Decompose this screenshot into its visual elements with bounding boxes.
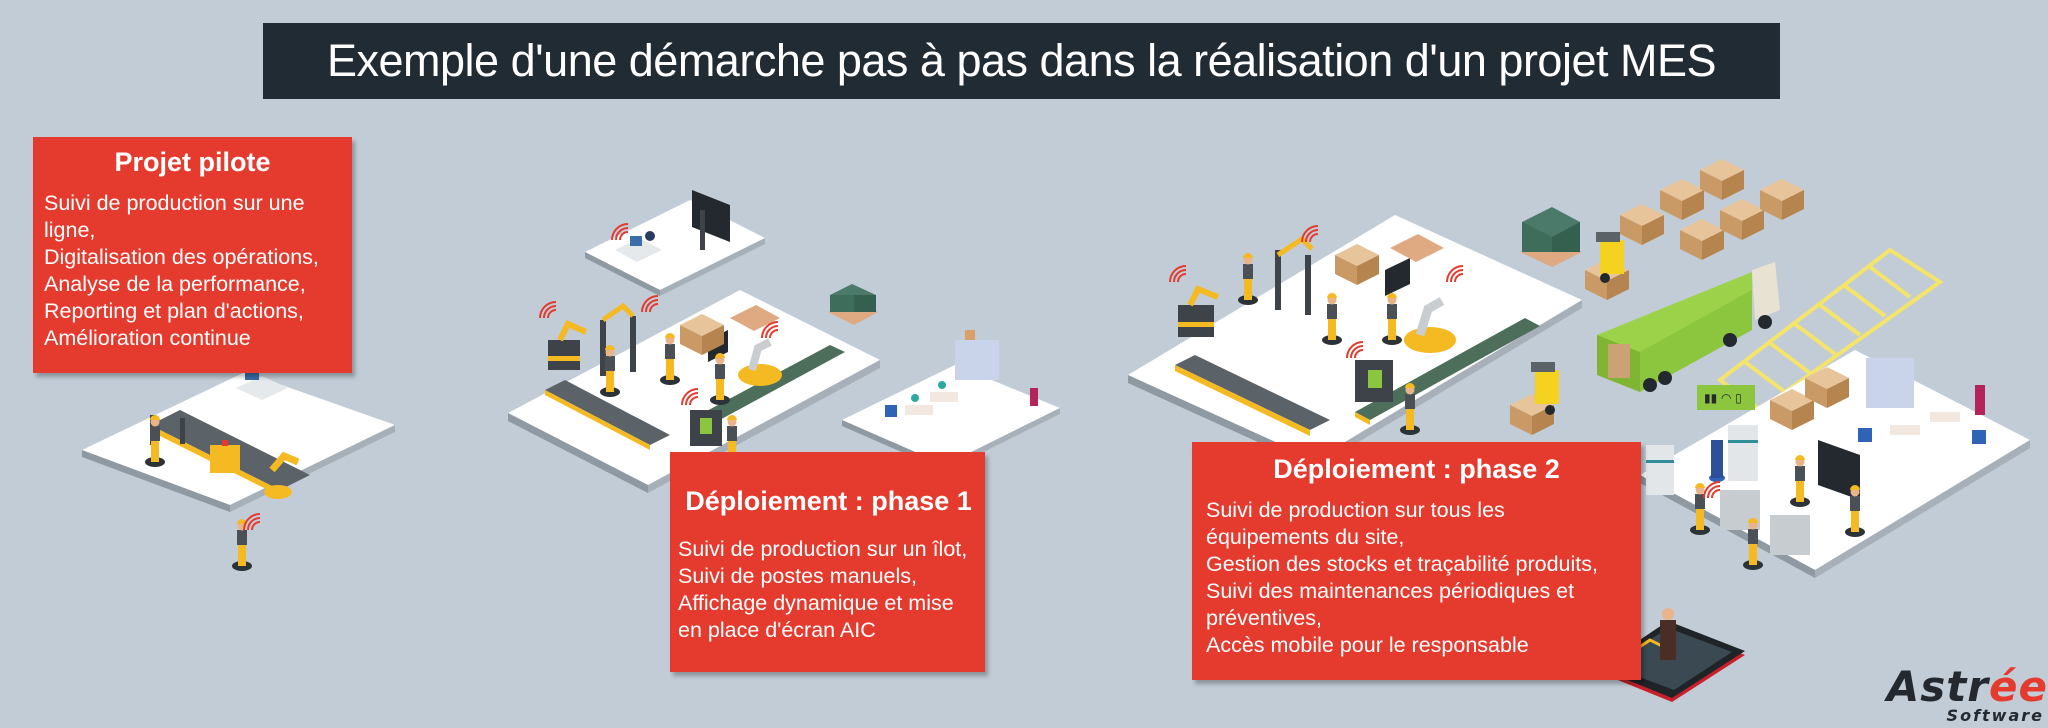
step-items: Suivi de production sur une ligne, Digit… <box>44 190 341 352</box>
step-item: Suivi de production sur tous les <box>1206 498 1505 522</box>
pilot-floor <box>82 355 395 571</box>
phase2-logistics <box>1510 159 1944 435</box>
step-item: équipements du site, <box>1206 525 1405 549</box>
step-item: préventives, <box>1206 606 1322 630</box>
step-item: Suivi de postes manuels, <box>678 564 918 588</box>
step-items: Suivi de production sur un îlot, Suivi d… <box>678 536 979 644</box>
step-item: Reporting et plan d'actions, <box>44 299 304 323</box>
logo-wordmark: Astrée <box>1858 666 2048 708</box>
step-heading: Déploiement : phase 1 <box>685 486 972 516</box>
logo-wordmark-accent: ée <box>1989 662 2048 711</box>
logo-subtitle: Software <box>1946 706 2044 725</box>
step-item: Accès mobile pour le responsable <box>1206 633 1529 657</box>
step-item: Digitalisation des opérations, <box>44 245 319 269</box>
phase2-maintenance-floor: ▮▮ ◠ ▯ <box>1640 350 2030 578</box>
step-card-deployment-phase-1: Déploiement : phase 1 Suivi de productio… <box>670 452 985 672</box>
step-card-deployment-phase-2: Déploiement : phase 2 Suivi de productio… <box>1192 442 1641 680</box>
step-card-pilot-project: Projet pilote Suivi de production sur un… <box>33 137 352 373</box>
step-item: Amélioration continue <box>44 326 251 350</box>
phase1-main-floor <box>508 290 880 493</box>
astree-software-logo: Astrée Software <box>1858 666 2048 728</box>
step-heading: Projet pilote <box>114 147 271 177</box>
step-item: Analyse de la performance, <box>44 272 306 296</box>
step-item: Suivi des maintenances périodiques et <box>1206 579 1575 603</box>
phase1-office-floor <box>585 190 765 296</box>
step-item: Suivi de production sur un îlot, <box>678 537 968 561</box>
logo-wordmark-prefix: Astr <box>1886 662 1990 711</box>
phase1-stock-pallet <box>828 284 878 325</box>
step-heading: Déploiement : phase 2 <box>1273 454 1560 484</box>
phase2-main-floor <box>1128 215 1582 468</box>
phase1-manual-floor <box>842 330 1060 471</box>
step-item: Suivi de production sur une <box>44 191 305 215</box>
page-title: Exemple d'une démarche pas à pas dans la… <box>263 23 1780 99</box>
step-items: Suivi de production sur tous les équipem… <box>1206 497 1627 659</box>
step-item: ligne, <box>44 218 96 242</box>
step-item: en place d'écran AIC <box>678 618 876 642</box>
step-item: Gestion des stocks et traçabilité produi… <box>1206 552 1598 576</box>
step-item: Affichage dynamique et mise <box>678 591 954 615</box>
page-title-text: Exemple d'une démarche pas à pas dans la… <box>326 35 1717 86</box>
svg-text:▮▮ ◠ ▯: ▮▮ ◠ ▯ <box>1704 391 1742 405</box>
